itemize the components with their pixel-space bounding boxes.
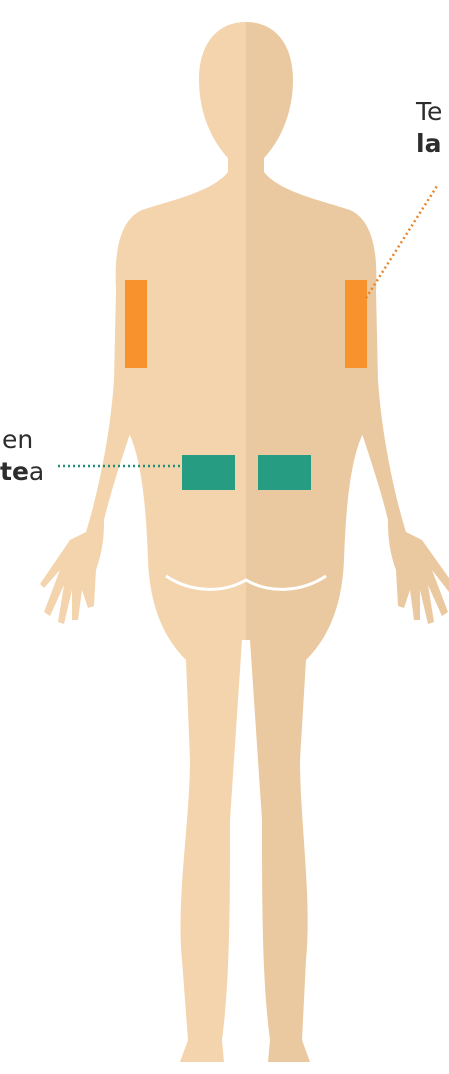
back-label: en tea	[0, 424, 44, 488]
arm-label: Te la	[416, 96, 442, 160]
lower-back-left-zone	[182, 455, 235, 490]
arm-leader-line	[366, 186, 437, 298]
back-label-line1: en	[0, 424, 44, 456]
arm-label-bold: la	[416, 129, 441, 158]
back-label-bold: te	[0, 457, 29, 486]
lower-back-right-zone	[258, 455, 311, 490]
arm-right-zone	[345, 280, 367, 368]
arm-label-line1: Te	[416, 96, 442, 128]
back-label-rest: a	[29, 457, 44, 486]
human-silhouette	[40, 22, 449, 1062]
arm-left-zone	[125, 280, 147, 368]
